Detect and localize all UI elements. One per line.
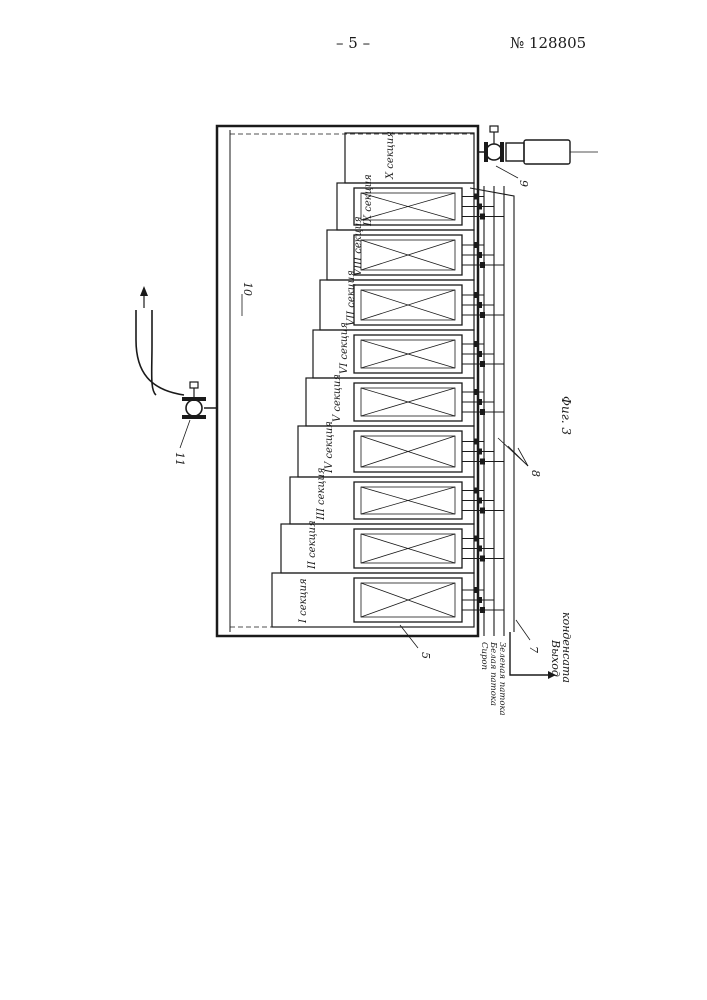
- branch-valve: [477, 597, 482, 603]
- section-cell: [313, 330, 474, 378]
- branch-valve: [474, 587, 479, 593]
- branch-valve: [477, 449, 482, 455]
- callout-9: 9: [517, 180, 530, 187]
- pipe-label-green-molasses: Зеленая патока: [497, 642, 507, 716]
- section-label: VI секция: [339, 322, 350, 374]
- section-label: VII секция: [346, 270, 357, 326]
- pipe-label-syrup: Сироп: [479, 642, 489, 670]
- branch-valve: [474, 242, 479, 248]
- leader-8b: [508, 446, 528, 466]
- callout-8: 8: [529, 470, 542, 477]
- branch-valve: [477, 351, 482, 357]
- leader-7: [516, 620, 530, 640]
- section-label: V секция: [332, 374, 343, 422]
- branch-valve: [477, 204, 482, 210]
- branch-valve: [477, 546, 482, 552]
- heater-boxes: [354, 188, 462, 622]
- valve-9-handle: [490, 126, 498, 132]
- callout-7: 7: [527, 646, 540, 653]
- section-label: I секция: [298, 578, 309, 624]
- branch-valve: [474, 194, 479, 200]
- branch-valve: [474, 488, 479, 494]
- branch-valve: [477, 498, 482, 504]
- section-label: IX секция: [363, 174, 374, 227]
- section-label: X секция: [385, 131, 396, 180]
- section-label: II секция: [307, 520, 318, 570]
- figure-caption: Фиг. 3: [559, 396, 573, 435]
- callout-5: 5: [419, 652, 432, 659]
- section-label: IV секция: [324, 421, 335, 474]
- outlet-label-line2: конденсата: [560, 612, 573, 683]
- branch-valve: [474, 389, 479, 395]
- branch-valve: [477, 399, 482, 405]
- section-label: III секция: [316, 467, 327, 521]
- branch-valve: [477, 302, 482, 308]
- branch-valve: [474, 292, 479, 298]
- valve-9-flange-left: [484, 142, 488, 162]
- leader-9: [496, 166, 518, 178]
- valve-9-flange-right: [500, 142, 504, 162]
- pipe-label-white-molasses: Белая патока: [488, 641, 498, 706]
- callout-10: 10: [241, 282, 254, 296]
- condensate-outlet-pipe: [510, 632, 552, 675]
- valve-11: [186, 400, 202, 416]
- pump-body: [524, 140, 570, 164]
- condensate-pipes: [462, 186, 514, 636]
- vessel-outline: [217, 126, 478, 636]
- valve-9: [486, 144, 502, 160]
- callout-11: 11: [173, 452, 186, 466]
- bent-vapor-pipe: [136, 310, 184, 395]
- valve-11-handle: [190, 382, 198, 388]
- leader-11: [180, 420, 190, 448]
- branch-valve: [474, 536, 479, 542]
- pump-motor: [506, 143, 524, 161]
- branch-valve: [477, 252, 482, 258]
- vapor-arrow-head: [140, 286, 148, 296]
- valve-11-flange-bottom: [182, 415, 206, 419]
- branch-valve: [474, 439, 479, 445]
- branch-valve: [474, 341, 479, 347]
